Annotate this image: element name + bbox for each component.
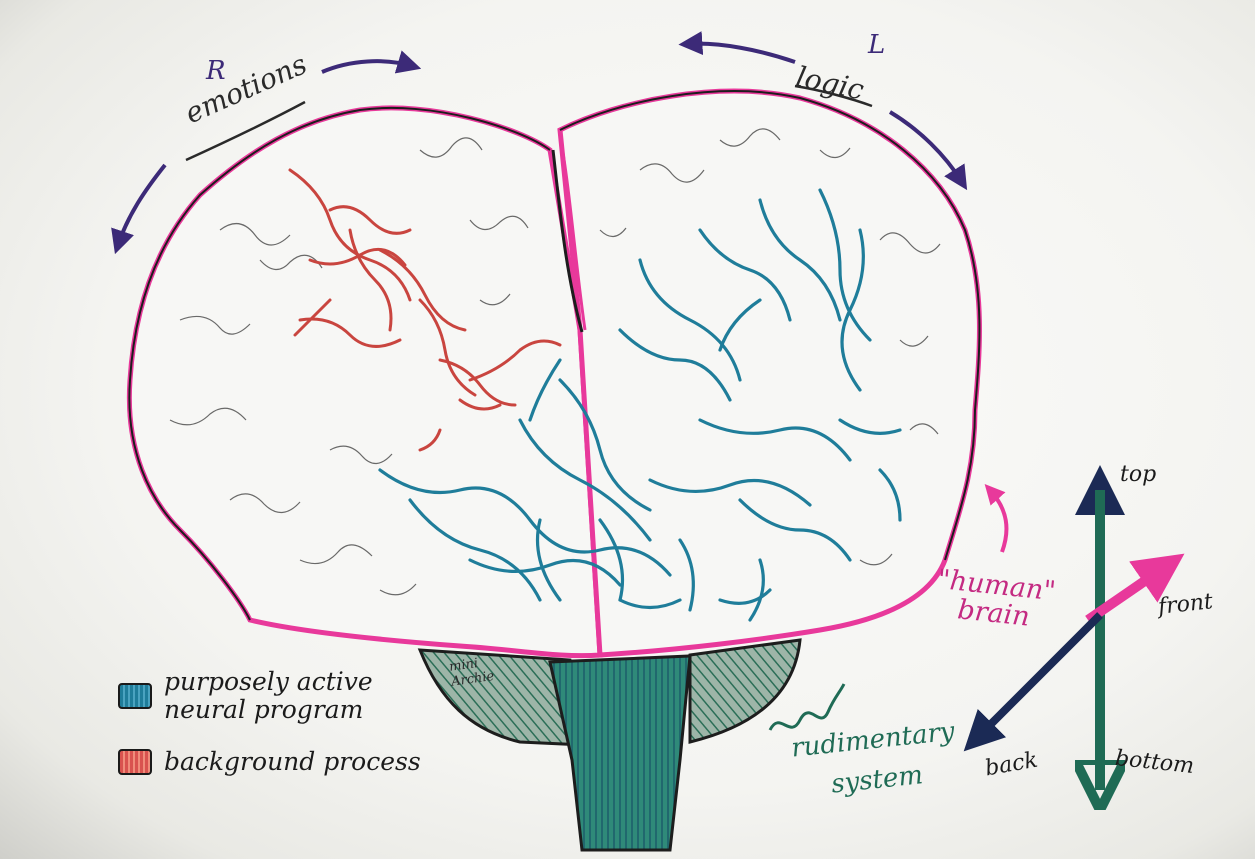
legend-label-background: background process [164, 748, 421, 776]
right-hemisphere [129, 108, 600, 656]
orientation-axes [975, 485, 1168, 790]
brain-stem [550, 656, 690, 850]
legend: purposely active neural program backgrou… [118, 668, 421, 784]
legend-swatch-background [118, 749, 152, 775]
emotions-arrow-right [322, 61, 412, 72]
emotions-arrow-left [118, 165, 165, 245]
legend-label-active: purposely active neural program [164, 668, 404, 724]
human-brain-pointer [990, 490, 1006, 552]
logic-arrow-left [688, 44, 795, 62]
legend-item-background: background process [118, 740, 421, 784]
legend-item-active: purposely active neural program [118, 668, 421, 724]
axis-top-label: top [1120, 462, 1156, 487]
left-hemisphere-marker: L [868, 30, 885, 60]
legend-swatch-active [118, 683, 152, 709]
lower-lobe-right [690, 640, 800, 742]
